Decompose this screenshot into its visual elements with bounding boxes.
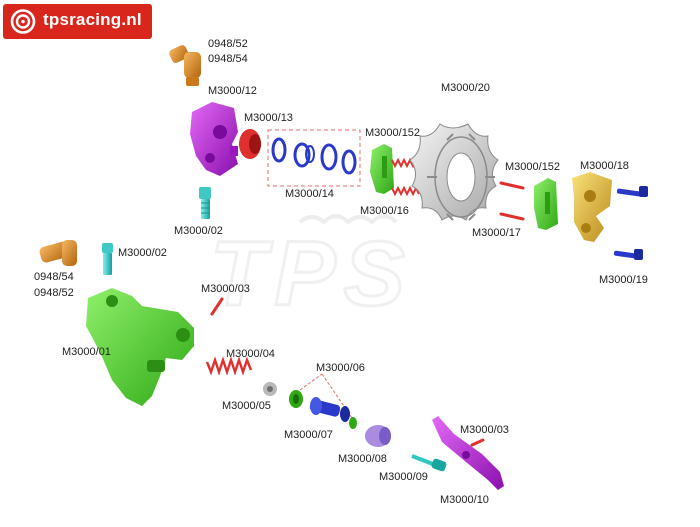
bleeder-m3000-02-b[interactable] bbox=[102, 243, 113, 275]
logo-text: tpsracing.nl bbox=[43, 10, 142, 29]
label-m3000-152-a: M3000/152 bbox=[365, 127, 421, 139]
piston-m3000-07[interactable] bbox=[309, 397, 350, 422]
piston-m3000-13[interactable] bbox=[239, 129, 261, 159]
fitting-0948-top[interactable] bbox=[168, 44, 201, 86]
label-m3000-16: M3000/16 bbox=[360, 205, 409, 217]
bolts-m3000-19[interactable] bbox=[613, 186, 648, 260]
label-m3000-02-b: M3000/02 bbox=[118, 247, 167, 259]
label-m3000-06: M3000/06 bbox=[316, 362, 365, 374]
bushing-m3000-05[interactable] bbox=[263, 382, 277, 396]
pin-m3000-03-a[interactable] bbox=[210, 297, 224, 316]
label-m3000-13: M3000/13 bbox=[244, 112, 293, 124]
tps-watermark: TPS bbox=[209, 214, 413, 327]
label-m3000-03-b: M3000/03 bbox=[460, 424, 509, 436]
brake-pad-m3000-152-a[interactable] bbox=[370, 144, 394, 194]
caliper-half-m3000-12[interactable] bbox=[190, 102, 238, 176]
seals-m3000-14[interactable] bbox=[271, 137, 357, 175]
label-m3000-20: M3000/20 bbox=[441, 82, 490, 94]
label-0948-54-bottom: 0948/54 bbox=[34, 271, 74, 283]
label-m3000-07: M3000/07 bbox=[284, 429, 333, 441]
watermark-text: TPS bbox=[210, 223, 413, 325]
label-m3000-152-b: M3000/152 bbox=[505, 161, 561, 173]
label-m3000-18: M3000/18 bbox=[580, 160, 629, 172]
label-m3000-12: M3000/12 bbox=[208, 85, 257, 97]
fitting-0948-bottom[interactable] bbox=[38, 240, 77, 266]
oring-m3000-06-a[interactable] bbox=[289, 390, 303, 408]
label-m3000-09: M3000/09 bbox=[379, 471, 428, 483]
caliper-half-m3000-18[interactable] bbox=[572, 172, 612, 242]
bleeder-m3000-02-a[interactable] bbox=[199, 187, 211, 219]
label-m3000-14: M3000/14 bbox=[285, 188, 334, 200]
cap-m3000-08[interactable] bbox=[365, 425, 391, 447]
master-cylinder-m3000-01[interactable] bbox=[86, 288, 194, 406]
label-m3000-17: M3000/17 bbox=[472, 227, 521, 239]
logo-mark-icon bbox=[10, 9, 36, 34]
label-m3000-05: M3000/05 bbox=[222, 400, 271, 412]
brake-disc-m3000-20[interactable] bbox=[409, 123, 499, 221]
tpsracing-logo[interactable]: tpsracing.nl bbox=[3, 4, 152, 39]
leader-lines-m3000-06 bbox=[299, 373, 353, 419]
label-m3000-02-a: M3000/02 bbox=[174, 225, 223, 237]
pins-m3000-17[interactable] bbox=[499, 181, 525, 221]
label-m3000-01: M3000/01 bbox=[62, 346, 111, 358]
lever-m3000-10[interactable] bbox=[432, 416, 504, 490]
label-m3000-19: M3000/19 bbox=[599, 274, 648, 286]
label-m3000-10: M3000/10 bbox=[440, 494, 489, 506]
spring-m3000-04[interactable] bbox=[205, 356, 253, 376]
seal-group-box bbox=[267, 129, 361, 187]
label-0948-52-top: 0948/52 bbox=[208, 38, 248, 50]
brake-pad-m3000-152-b[interactable] bbox=[534, 178, 558, 230]
pin-m3000-03-b[interactable] bbox=[470, 438, 485, 447]
label-m3000-08: M3000/08 bbox=[338, 453, 387, 465]
oring-m3000-06-b[interactable] bbox=[349, 417, 357, 429]
label-0948-52-bottom: 0948/52 bbox=[34, 287, 74, 299]
label-m3000-04: M3000/04 bbox=[226, 348, 275, 360]
label-0948-54-top: 0948/54 bbox=[208, 53, 248, 65]
label-m3000-03-a: M3000/03 bbox=[201, 283, 250, 295]
pushrod-m3000-09[interactable] bbox=[411, 454, 447, 472]
